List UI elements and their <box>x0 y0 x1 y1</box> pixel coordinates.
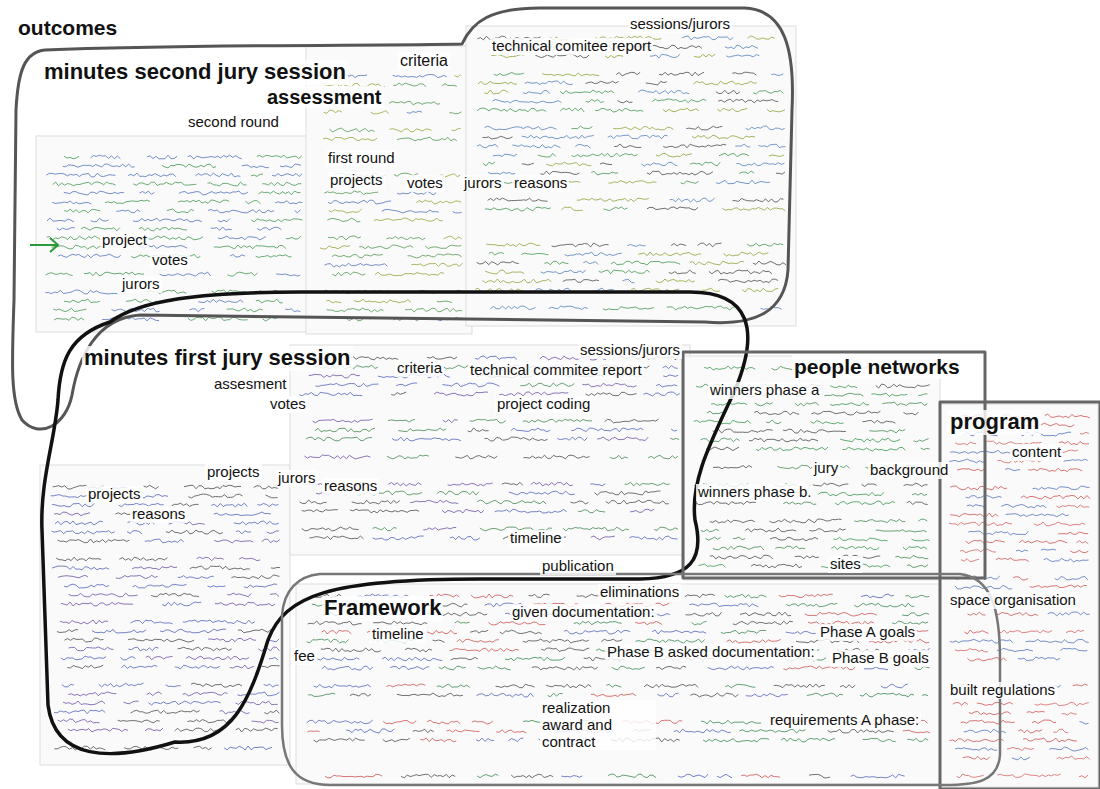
region-outline: minutes second jury session criteria asses… <box>8 6 800 446</box>
topic-label: sites <box>828 556 863 573</box>
topic-label: jurors <box>462 175 504 192</box>
handwriting-scribble <box>53 485 280 750</box>
topic-label: votes <box>405 175 445 192</box>
topic-label: technical commitee report <box>468 362 644 379</box>
region-heading: minutes second jury session <box>42 60 348 85</box>
topic-label: timeline <box>508 530 564 547</box>
topic-label: reasons <box>322 478 379 495</box>
topic-label: project <box>100 232 149 249</box>
topic-label: Phase B asked documentation: <box>605 644 817 661</box>
topic-label: reasons <box>130 506 187 523</box>
region-outline: minutes first jury session assesment votes… <box>38 288 760 768</box>
topic-label: reasons <box>512 175 569 192</box>
handwriting-scribble <box>477 72 783 310</box>
topic-label: votes <box>150 252 190 269</box>
topic-label: space organisation <box>948 592 1078 609</box>
paper-sheet <box>296 584 940 784</box>
topic-label: given documentation: <box>510 604 657 621</box>
region-heading: minutes first jury session <box>82 346 353 371</box>
topic-label: criteria <box>398 52 450 70</box>
paper-sheet <box>290 345 690 555</box>
region-outline: Framework eliminations given documentation… <box>282 574 1000 785</box>
topic-label: projects <box>86 486 143 503</box>
topic-label: Phase A goals <box>818 624 917 641</box>
topic-label: projects <box>205 464 262 481</box>
topic-label: votes <box>268 396 308 413</box>
paper-sheet <box>36 136 312 332</box>
topic-label: jurors <box>120 276 162 293</box>
green-arrow <box>30 238 58 252</box>
handwriting-scribble <box>477 36 785 310</box>
topic-label: criteria <box>395 360 444 377</box>
handwriting-scribble <box>299 356 679 540</box>
topic-label: requirements A phase: <box>768 712 921 729</box>
outline-path <box>282 574 1000 785</box>
topic-label: winners phase a <box>708 382 821 399</box>
topic-label: jury <box>812 460 840 477</box>
region-heading: people networks <box>792 355 962 379</box>
topic-label: Phase B goals <box>830 650 931 667</box>
handwriting-scribble <box>306 365 679 531</box>
handwriting-scribble <box>51 487 280 750</box>
handwriting-scribble <box>304 356 654 540</box>
handwriting-scribble <box>475 36 785 292</box>
topic-label: content <box>1010 444 1063 461</box>
paper-sheet <box>940 404 1098 787</box>
handwriting-scribble <box>307 594 930 778</box>
topic-label: background <box>868 462 950 479</box>
outline-path <box>12 8 792 429</box>
topic-label: publication <box>540 558 616 575</box>
handwriting-scribble <box>323 83 462 321</box>
topic-label: projects <box>328 172 385 189</box>
region-heading: Framework <box>322 596 443 621</box>
handwriting-scribble <box>320 75 462 303</box>
region-heading: program <box>948 410 1041 435</box>
paper-sheet <box>40 465 290 765</box>
topic-label: assessment <box>265 86 384 108</box>
topic-label: project coding <box>495 396 592 413</box>
topic-label: technical comitee report <box>490 38 653 55</box>
handwriting-scribble <box>45 155 302 321</box>
topic-label: assesment <box>212 376 289 393</box>
topic-label: sessions/jurors <box>578 342 682 359</box>
handwriting-scribble <box>316 75 462 321</box>
region-outline: program content space organisation built re… <box>940 402 1100 789</box>
paper-sheet <box>466 26 796 326</box>
outline-path <box>940 402 1100 789</box>
handwriting-scribble <box>307 594 930 778</box>
handwritten-notes <box>45 36 1090 778</box>
handwriting-scribble <box>300 356 679 540</box>
topic-label: timeline <box>370 626 426 643</box>
topic-label: second round <box>186 114 281 131</box>
topic-label: jurors <box>276 470 318 487</box>
topic-label: realization award and contract <box>540 700 656 750</box>
topic-label: first round <box>326 150 397 167</box>
outline-path <box>42 292 748 754</box>
topic-label: built regulations <box>948 682 1057 699</box>
handwriting-scribble <box>46 155 303 321</box>
topic-label: winners phase b. <box>696 484 813 501</box>
handwriting-scribble <box>949 423 1090 777</box>
handwriting-scribble <box>950 414 1090 760</box>
handwriting-scribble <box>308 594 930 778</box>
title: outcomes <box>16 16 119 40</box>
topic-label: eliminations <box>598 584 681 601</box>
topic-label: sessions/jurors <box>628 16 732 33</box>
topic-label: fee <box>292 648 317 665</box>
handwriting-scribble <box>477 36 786 282</box>
